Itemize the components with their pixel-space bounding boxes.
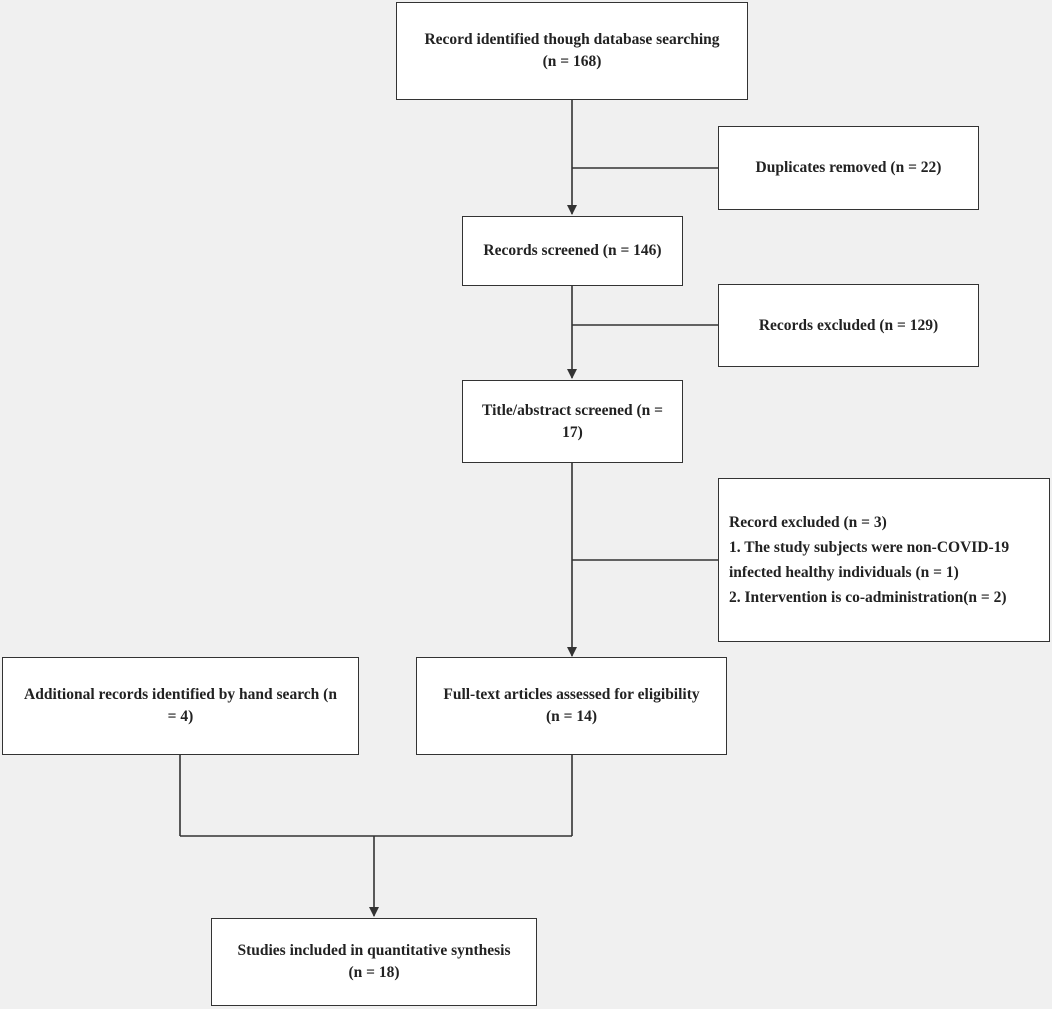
box-duplicates-removed: Duplicates removed (n = 22) — [718, 126, 979, 210]
title-abstract-line1: Title/abstract screened (n = — [482, 401, 663, 419]
identified-line1: Record identified though database search… — [424, 31, 720, 48]
box-records-excluded: Records excluded (n = 129) — [718, 284, 979, 367]
box-identified: Record identified though database search… — [396, 2, 748, 100]
included-line2: (n = 18) — [348, 964, 400, 981]
box-record-excluded-reasons: Record excluded (n = 3) 1. The study sub… — [718, 478, 1050, 642]
excluded2-line3: infected healthy individuals (n = 1) — [729, 564, 959, 581]
box-fulltext-assessed: Full-text articles assessed for eligibil… — [416, 657, 727, 755]
identified-line2: (n = 168) — [542, 53, 602, 70]
box-studies-included: Studies included in quantitative synthes… — [211, 918, 537, 1006]
hand-search-line2: = 4) — [167, 708, 194, 725]
included-line1: Studies included in quantitative synthes… — [237, 942, 511, 959]
excluded1-text: Records excluded (n = 129) — [758, 316, 939, 334]
excluded2-line2: 1. The study subjects were non-COVID-19 — [729, 539, 1010, 556]
title-abstract-line2: 17) — [562, 423, 583, 441]
fulltext-line1: Full-text articles assessed for eligibil… — [443, 686, 700, 703]
excluded2-line4: 2. Intervention is co-administration(n =… — [729, 589, 1007, 606]
excluded2-line1: Record excluded (n = 3) — [729, 514, 887, 531]
fulltext-line2: (n = 14) — [545, 708, 598, 725]
duplicates-text: Duplicates removed (n = 22) — [755, 159, 942, 176]
box-title-abstract-screened: Title/abstract screened (n = 17) — [462, 380, 683, 463]
box-hand-search: Additional records identified by hand se… — [2, 657, 359, 755]
box-records-screened: Records screened (n = 146) — [462, 216, 683, 286]
hand-search-line1: Additional records identified by hand se… — [24, 686, 337, 703]
screened-text: Records screened (n = 146) — [483, 242, 662, 259]
